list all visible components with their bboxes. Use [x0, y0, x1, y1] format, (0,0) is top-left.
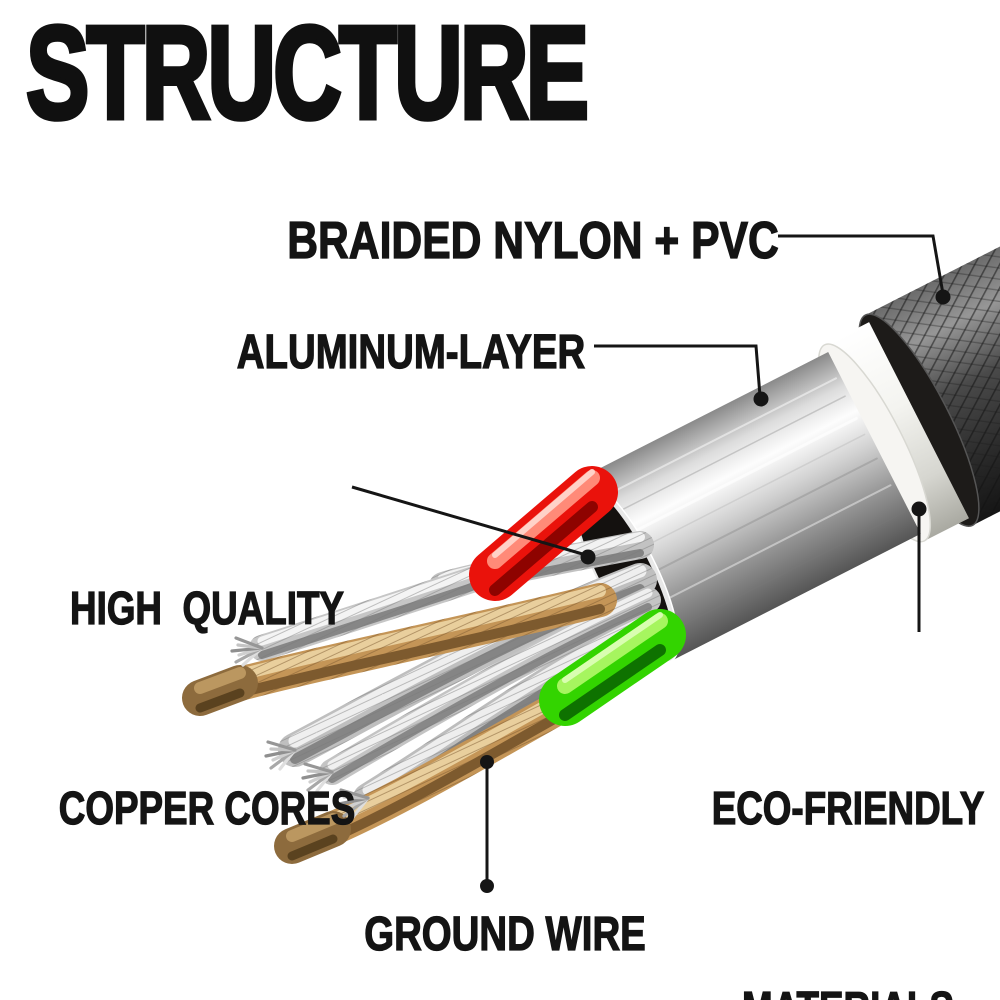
braided-callout-dot — [935, 289, 951, 305]
label-eco-line-2: MATERIALS — [648, 975, 1000, 1000]
label-eco-line-1: ECO-FRIENDLY — [711, 782, 985, 835]
aluminum-callout-dot — [753, 391, 769, 407]
callout-dots — [480, 289, 951, 893]
eco-callout-dot — [911, 501, 927, 517]
label-copper-line-2: COPPER CORES — [58, 782, 356, 835]
braided-callout-line — [778, 234, 945, 295]
label-aluminum-layer: ALUMINUM-LAYER — [236, 325, 586, 379]
copper-callout-line — [351, 485, 587, 557]
ground-callout-dot-top — [480, 755, 494, 769]
copper-callout-dot — [580, 549, 596, 565]
page-title: STRUCTURE — [24, 0, 591, 146]
label-braided-nylon-pvc: BRAIDED NYLON + PVC — [287, 211, 780, 270]
ground-callout-dot-bottom — [480, 879, 494, 893]
callout-lines — [351, 234, 945, 884]
label-ground-wire: GROUND WIRE — [364, 907, 647, 961]
aluminum-callout-line — [594, 344, 762, 397]
cable-body — [570, 147, 1000, 663]
label-high-quality-copper-cores: HIGH QUALITY COPPER CORES — [7, 442, 407, 976]
label-copper-line-1: HIGH QUALITY — [69, 582, 344, 635]
cable-wires — [200, 472, 660, 856]
label-eco-friendly-materials: ECO-FRIENDLY MATERIALS — [648, 642, 1000, 1000]
frayed-strand-tips — [230, 636, 370, 819]
